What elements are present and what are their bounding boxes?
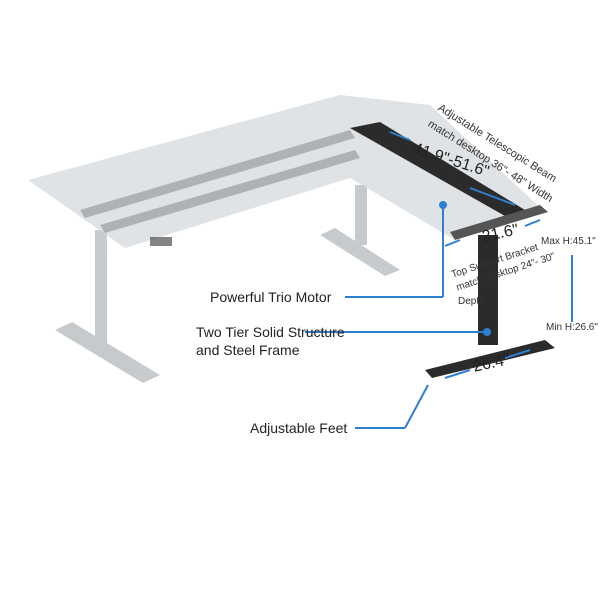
structure-label-2: and Steel Frame xyxy=(196,342,300,358)
feet-label: Adjustable Feet xyxy=(250,420,348,436)
bracket-depth: Depth xyxy=(458,296,485,307)
crossbeam xyxy=(80,130,360,246)
max-height: Max H:45.1" xyxy=(541,236,596,247)
motor-label: Powerful Trio Motor xyxy=(210,289,332,305)
left-frame xyxy=(55,185,400,383)
annotation-lines xyxy=(305,131,573,429)
min-height: Min H:26.6" xyxy=(546,322,598,333)
structure-label-1: Two Tier Solid Structure xyxy=(196,324,345,340)
